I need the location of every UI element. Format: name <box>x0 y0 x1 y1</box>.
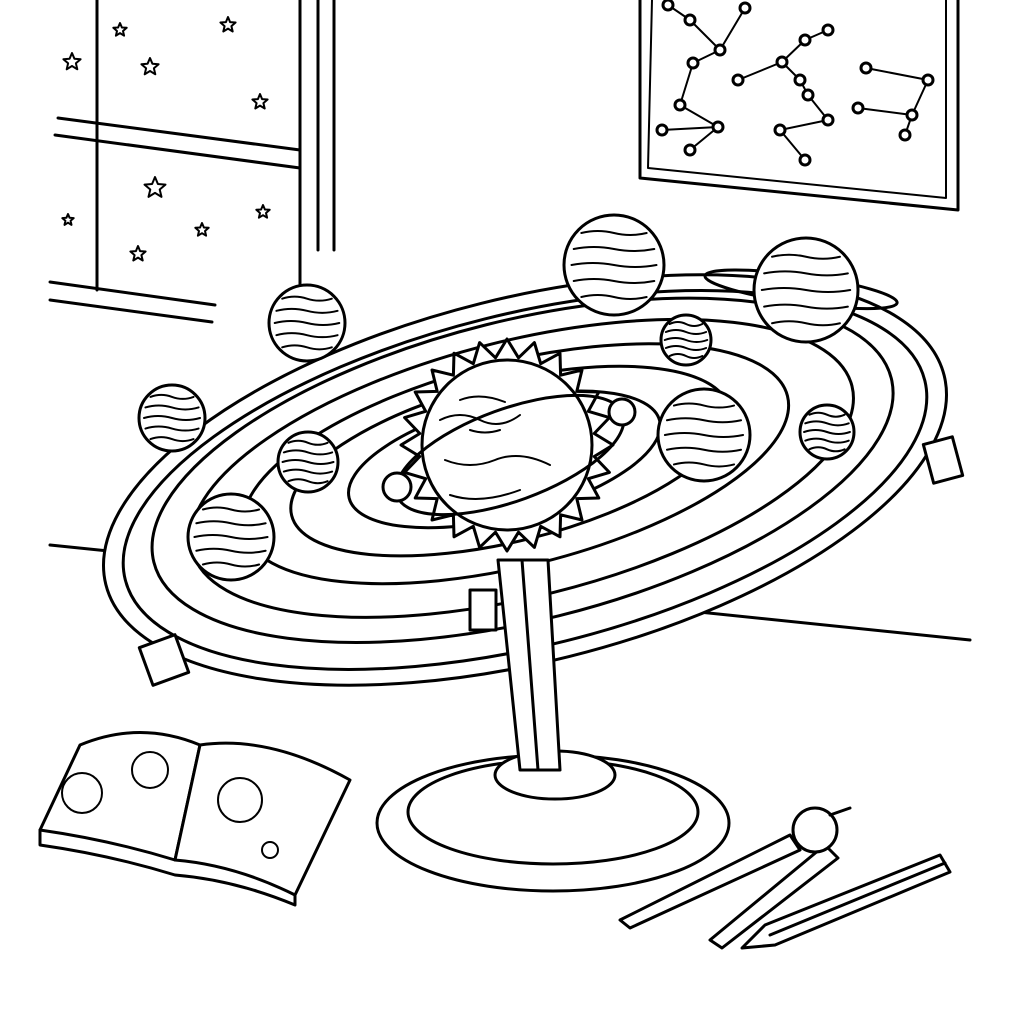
constellation-star <box>731 73 745 87</box>
constellation-star <box>793 73 807 87</box>
constellation-line <box>719 7 746 51</box>
constellation-star <box>821 23 835 37</box>
planet-jupiter-small <box>186 492 276 582</box>
constellation-line <box>679 104 719 128</box>
window <box>48 0 336 324</box>
constellation-star <box>713 43 727 57</box>
planet-jupiter <box>562 213 666 317</box>
constellation-line <box>689 19 721 51</box>
constellation-star <box>673 98 687 112</box>
drawing-compass <box>618 806 852 950</box>
planet-neptune <box>798 403 856 461</box>
constellation-star <box>775 55 789 69</box>
constellation-star <box>821 113 835 127</box>
constellation-star <box>801 88 815 102</box>
constellation-star <box>686 56 700 70</box>
constellation-star <box>851 101 865 115</box>
constellation-star <box>683 13 697 27</box>
constellation-star <box>773 123 787 137</box>
orrery <box>102 273 965 893</box>
stand <box>375 558 731 893</box>
pencil <box>740 853 952 950</box>
constellation-line <box>779 119 829 131</box>
star-icon <box>194 222 210 237</box>
star-icon <box>112 22 128 37</box>
constellation-star <box>661 0 675 12</box>
star-icon <box>251 93 269 110</box>
planet-mercury <box>276 430 340 494</box>
constellation-star <box>905 108 919 122</box>
constellation-poster <box>638 0 960 212</box>
star-icon <box>143 176 167 198</box>
planet-venus <box>137 383 207 453</box>
constellation-star <box>798 33 812 47</box>
star-icon <box>62 52 82 71</box>
window-stars <box>61 16 271 262</box>
open-book <box>38 731 352 907</box>
planet-moon <box>607 397 637 427</box>
star-icon <box>61 213 75 226</box>
planets <box>137 213 899 582</box>
constellation-star <box>798 153 812 167</box>
ring-clamp-right <box>921 435 965 485</box>
constellation-line <box>737 61 783 81</box>
constellation-star <box>711 120 725 134</box>
sun <box>399 337 615 553</box>
planet-uranus <box>659 313 713 367</box>
star-icon <box>255 204 271 219</box>
constellation-star <box>859 61 873 75</box>
constellation-line <box>661 126 719 131</box>
star-icon <box>219 16 237 33</box>
constellation-line <box>857 107 913 116</box>
planet-small-moon <box>381 471 413 503</box>
star-icon <box>129 245 147 262</box>
constellation-line <box>679 62 694 106</box>
constellation-star <box>921 73 935 87</box>
ring-clamp-left <box>137 633 191 687</box>
constellation-star <box>683 143 697 157</box>
constellation-line <box>865 67 929 81</box>
planet-mars <box>267 283 347 363</box>
planet-saturn <box>703 236 899 344</box>
constellation-star <box>738 1 752 15</box>
star-icon <box>140 57 160 76</box>
constellation-line <box>779 129 806 161</box>
planet-earth <box>656 387 752 483</box>
constellation-star <box>898 128 912 142</box>
constellation-star <box>655 123 669 137</box>
